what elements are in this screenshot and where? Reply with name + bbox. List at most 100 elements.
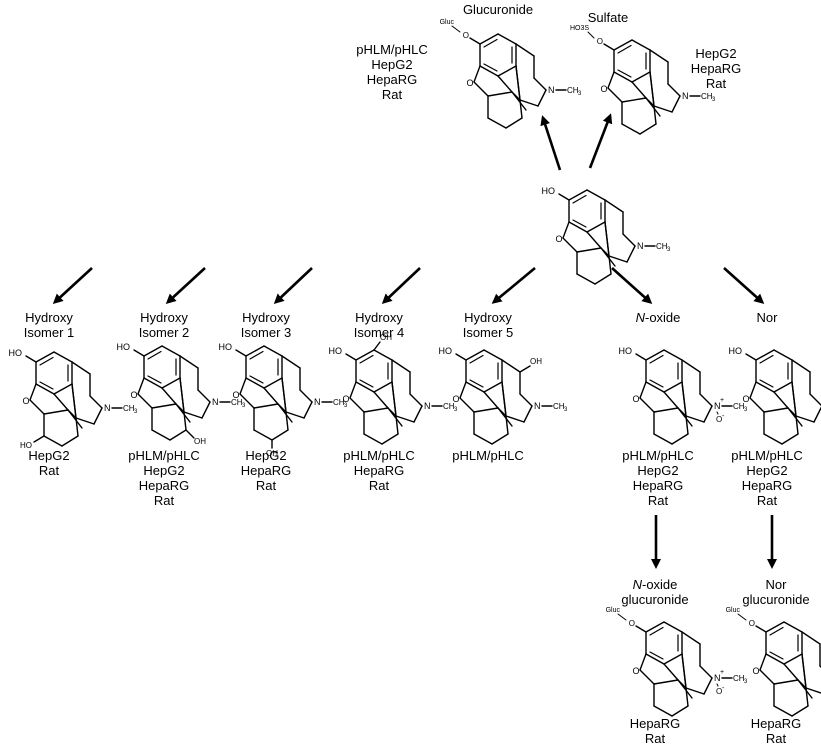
bond: [89, 395, 103, 409]
bond: [773, 381, 793, 393]
atom-label: HO: [9, 348, 23, 358]
bond: [253, 429, 273, 441]
bond: [783, 663, 799, 681]
bond: [501, 381, 507, 417]
bond: [67, 409, 83, 429]
bond: [175, 403, 191, 423]
bond: [179, 355, 199, 369]
bond: [35, 351, 55, 363]
bond: [245, 377, 265, 389]
bond: [473, 81, 489, 97]
atom-label: O: [452, 394, 459, 404]
atom-label: OH: [530, 357, 542, 366]
atom-label: N: [682, 91, 689, 101]
bond: [71, 383, 77, 419]
bond: [607, 71, 615, 89]
bond: [765, 653, 785, 665]
atom-label: O: [632, 666, 639, 676]
bond: [681, 631, 701, 645]
bond: [645, 349, 665, 361]
bond: [473, 407, 499, 413]
atom-label: HO: [619, 346, 633, 356]
bond: [303, 401, 313, 419]
bond: [773, 705, 793, 717]
atom-label: Gluc: [726, 607, 741, 614]
bond: [603, 43, 615, 51]
bond: [355, 381, 375, 393]
bond: [769, 651, 784, 660]
bond: [576, 247, 602, 253]
bond: [759, 653, 767, 671]
bond: [359, 379, 374, 388]
systems-noxide-glucuronide: HepaRG Rat: [629, 716, 681, 746]
atom-label: 3: [242, 403, 246, 409]
bond: [465, 349, 485, 361]
bond: [483, 391, 499, 409]
bond: [737, 613, 747, 621]
atom-label: O: [232, 390, 239, 400]
bond: [617, 613, 627, 621]
bond: [809, 393, 821, 406]
atom-label: O: [22, 396, 29, 406]
systems-hydroxy-1: HepG2 Rat: [28, 448, 70, 478]
system-label: Rat: [381, 87, 403, 102]
bond: [459, 397, 475, 413]
bond: [667, 83, 681, 97]
arrow-to-nor: [723, 267, 765, 305]
bond: [235, 349, 247, 357]
bond: [653, 705, 673, 717]
systems-hydroxy-2: pHLM/pHLC HepG2 HepaRG Rat: [128, 448, 200, 508]
bond: [359, 354, 374, 364]
bond: [39, 381, 54, 390]
bond: [469, 354, 484, 364]
bond: [515, 65, 521, 101]
bond: [769, 626, 784, 636]
bond: [373, 381, 393, 393]
bond: [479, 65, 499, 77]
bond: [765, 621, 785, 633]
bond: [281, 355, 301, 369]
bond: [487, 117, 507, 129]
bond: [635, 625, 647, 633]
atom-label: HO: [117, 342, 131, 352]
bond: [469, 37, 481, 45]
bond: [363, 433, 383, 445]
bond: [671, 433, 689, 445]
bond: [515, 43, 535, 57]
secondary-title-noxide-glucuronide: N-oxide glucuronide: [621, 577, 689, 607]
bond: [608, 255, 628, 263]
metabolite-title-hydroxy-1: Hydroxy Isomer 1: [23, 310, 75, 340]
bond: [391, 381, 397, 417]
bond: [791, 359, 811, 373]
bond: [703, 677, 713, 695]
bond: [716, 683, 719, 687]
bond: [147, 350, 162, 360]
bond: [271, 429, 289, 441]
bond: [29, 399, 45, 415]
atom-label: 3: [578, 91, 582, 97]
bond: [773, 391, 789, 409]
reaction-arrows: [52, 113, 777, 569]
bond: [483, 38, 498, 48]
system-label: Rat: [705, 76, 727, 91]
secondary-title-nor-glucuronide: Nor glucuronide: [742, 577, 810, 607]
bond: [639, 381, 647, 399]
bond: [201, 401, 211, 419]
bond: [607, 87, 623, 103]
systems-noxide: pHLM/pHLC HepG2 HepaRG Rat: [622, 448, 694, 508]
bond: [663, 663, 679, 681]
atom-label: O: [555, 234, 562, 244]
atom-label: O: [749, 619, 755, 628]
atom-label: N: [548, 85, 555, 95]
bond: [677, 679, 693, 699]
bond: [93, 407, 103, 425]
bond: [586, 189, 606, 201]
bond: [473, 65, 481, 83]
glucuronide-title: Glucuronide: [462, 2, 534, 17]
systems-nor-glucuronide: HepaRG Rat: [750, 716, 802, 746]
bond: [773, 679, 799, 685]
bond: [791, 705, 809, 717]
